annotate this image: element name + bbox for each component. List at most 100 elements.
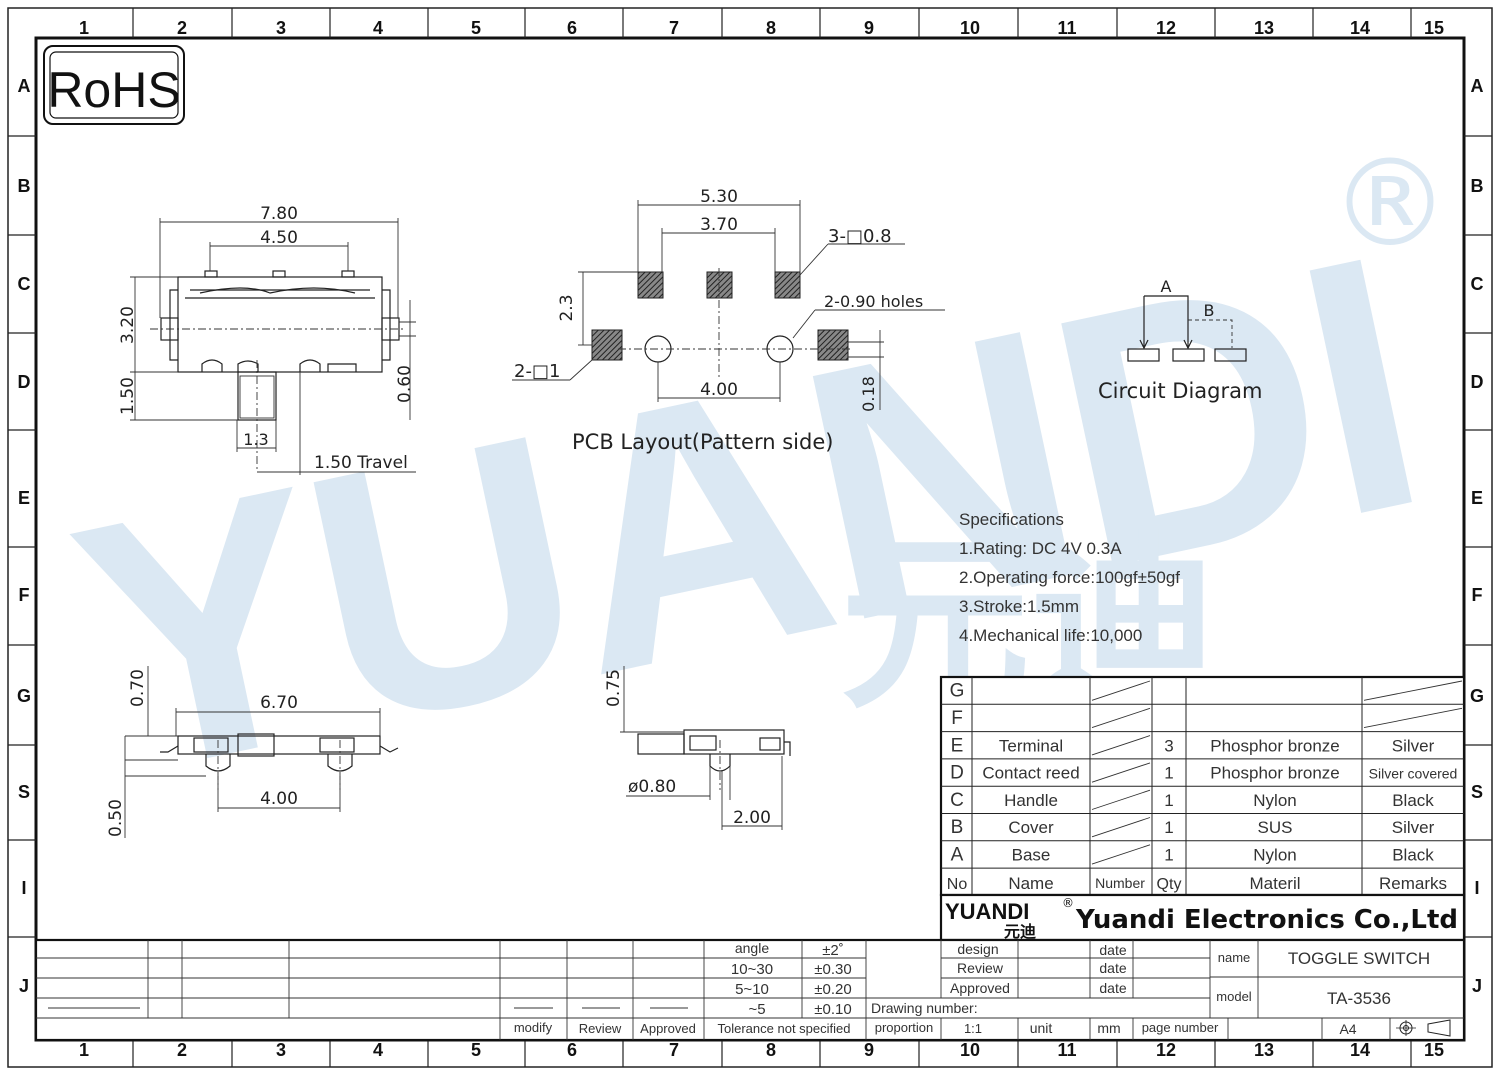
pcb-dim-2-3: 2.3 xyxy=(557,294,577,321)
frame-col-label: 8 xyxy=(766,18,776,38)
circuit-caption: Circuit Diagram xyxy=(1098,379,1262,403)
tb-unit-label: unit xyxy=(1030,1020,1053,1036)
dim-4-50: 4.50 xyxy=(260,228,298,248)
rohs-badge: RoHS xyxy=(43,45,185,125)
frame-col-label: 2 xyxy=(177,1040,187,1060)
frame-row-label: A xyxy=(18,76,31,96)
bom-cell-material: Phosphor bronze xyxy=(1210,764,1339,783)
frame-row-label: D xyxy=(18,372,31,392)
frame-row-label: E xyxy=(1471,488,1483,508)
frame-col-label: 8 xyxy=(766,1040,776,1060)
circuit-label-b: B xyxy=(1204,301,1215,320)
company-logo-text: YUANDI xyxy=(945,899,1029,924)
frame-col-label: 6 xyxy=(567,18,577,38)
frame-row-label: S xyxy=(18,782,30,802)
frame-col-label: 3 xyxy=(276,18,286,38)
bom-cell-no: E xyxy=(951,735,964,756)
tb-page-number-label: page number xyxy=(1142,1020,1219,1035)
tb-tol-range: 10~30 xyxy=(731,961,773,978)
spec-title: Specifications xyxy=(959,510,1064,529)
bom-cell-name: Terminal xyxy=(999,736,1063,755)
frame-col-label: 11 xyxy=(1057,18,1076,38)
frame-ticks xyxy=(8,8,1492,1067)
bom-cell-qty: 3 xyxy=(1164,736,1173,755)
frame-row-label: I xyxy=(1474,878,1479,898)
bom-cell-remarks: Black xyxy=(1392,791,1434,810)
bom-header-material: Materil xyxy=(1249,874,1300,893)
frame-row-label: I xyxy=(21,878,26,898)
frame-row-label: J xyxy=(19,976,29,996)
bom-cell-no: G xyxy=(950,681,965,702)
tb-date: date xyxy=(1099,960,1126,976)
bom-header-qty: Qty xyxy=(1157,876,1182,893)
frame-col-label: 7 xyxy=(669,1040,679,1060)
bom-cell-qty: 1 xyxy=(1164,818,1173,837)
bom-cell-no: D xyxy=(950,763,964,784)
frame-col-label: 15 xyxy=(1424,18,1444,38)
tb-name-label: name xyxy=(1218,950,1251,965)
company-logo-cn: 元迪 xyxy=(1004,922,1036,941)
frame-col-label: 2 xyxy=(177,18,187,38)
frame-col-label: 1 xyxy=(79,18,89,38)
bom-cell-name: Contact reed xyxy=(982,764,1079,783)
spec-item: 2.Operating force:100gf±50gf xyxy=(959,568,1180,587)
frame-col-label: 9 xyxy=(864,1040,874,1060)
dim-1-3: 1.3 xyxy=(243,430,268,449)
pcb-dim-2-1: 2-□1 xyxy=(514,361,560,382)
tb-angle-tol: ±2˚ xyxy=(822,942,844,959)
pcb-dim-3-70: 3.70 xyxy=(700,215,738,235)
specifications: Specifications 1.Rating: DC 4V 0.3A 2.Op… xyxy=(959,510,1180,645)
frame-col-label: 15 xyxy=(1424,1040,1444,1060)
frame-row-label: G xyxy=(17,686,31,706)
frame-col-label: 12 xyxy=(1156,18,1176,38)
bom-cell-material: Phosphor bronze xyxy=(1210,736,1339,755)
company-registered: ® xyxy=(1062,896,1074,910)
bom-cell-qty: 1 xyxy=(1164,791,1173,810)
bom-cell-remarks: Black xyxy=(1392,845,1434,864)
frame-col-label: 6 xyxy=(567,1040,577,1060)
tb-approved2: Approved xyxy=(950,980,1010,996)
frame-col-label: 10 xyxy=(960,1040,980,1060)
spec-item: 1.Rating: DC 4V 0.3A xyxy=(959,539,1122,558)
frame-row-label: D xyxy=(1471,372,1484,392)
bom-header-name: Name xyxy=(1008,874,1053,893)
frame-col-label: 7 xyxy=(669,18,679,38)
tb-name: TOGGLE SWITCH xyxy=(1288,949,1430,968)
title-block: angle ±2˚ 10~30 ±0.30 5~10 ±0.20 ~5 ±0.1… xyxy=(34,938,1466,1042)
tb-tol-value: ±0.20 xyxy=(814,981,851,998)
bom-cell-no: F xyxy=(951,708,963,729)
tb-modify: modify xyxy=(514,1020,553,1035)
frame-col-label: 9 xyxy=(864,18,874,38)
frame-row-label: B xyxy=(1471,176,1484,196)
front-dim-0-70: 0.70 xyxy=(128,669,148,707)
front-dim-6-70: 6.70 xyxy=(260,693,298,713)
dim-7-80: 7.80 xyxy=(260,204,298,224)
frame-col-label: 5 xyxy=(471,18,481,38)
frame-col-label: 14 xyxy=(1350,18,1370,38)
tb-tol-range: ~5 xyxy=(748,1001,765,1018)
frame-col-label: 12 xyxy=(1156,1040,1176,1060)
end-dim-2-00: 2.00 xyxy=(733,808,771,828)
tb-angle-label: angle xyxy=(735,940,769,956)
frame-row-label: A xyxy=(1471,76,1484,96)
tb-drawing-number-label: Drawing number: xyxy=(871,1000,978,1016)
bom-cell-material: Nylon xyxy=(1253,791,1296,810)
frame-row-label: C xyxy=(18,274,31,294)
frame-col-label: 14 xyxy=(1350,1040,1370,1060)
tb-tol-range: 5~10 xyxy=(735,981,769,998)
tb-approved: Approved xyxy=(640,1021,696,1036)
pcb-dim-0-18: 0.18 xyxy=(859,376,878,412)
tb-proportion: 1:1 xyxy=(964,1021,982,1036)
bom-cell-remarks: Silver covered xyxy=(1369,766,1458,782)
bom-cell-no: A xyxy=(951,844,964,865)
tb-proportion-label: proportion xyxy=(875,1020,934,1035)
tb-review: Review xyxy=(579,1021,622,1036)
frame-col-label: 11 xyxy=(1057,1040,1076,1060)
pcb-dim-pads: 3-□0.8 xyxy=(828,226,892,247)
bom-cell-qty: 1 xyxy=(1164,764,1173,783)
frame-col-label: 5 xyxy=(471,1040,481,1060)
